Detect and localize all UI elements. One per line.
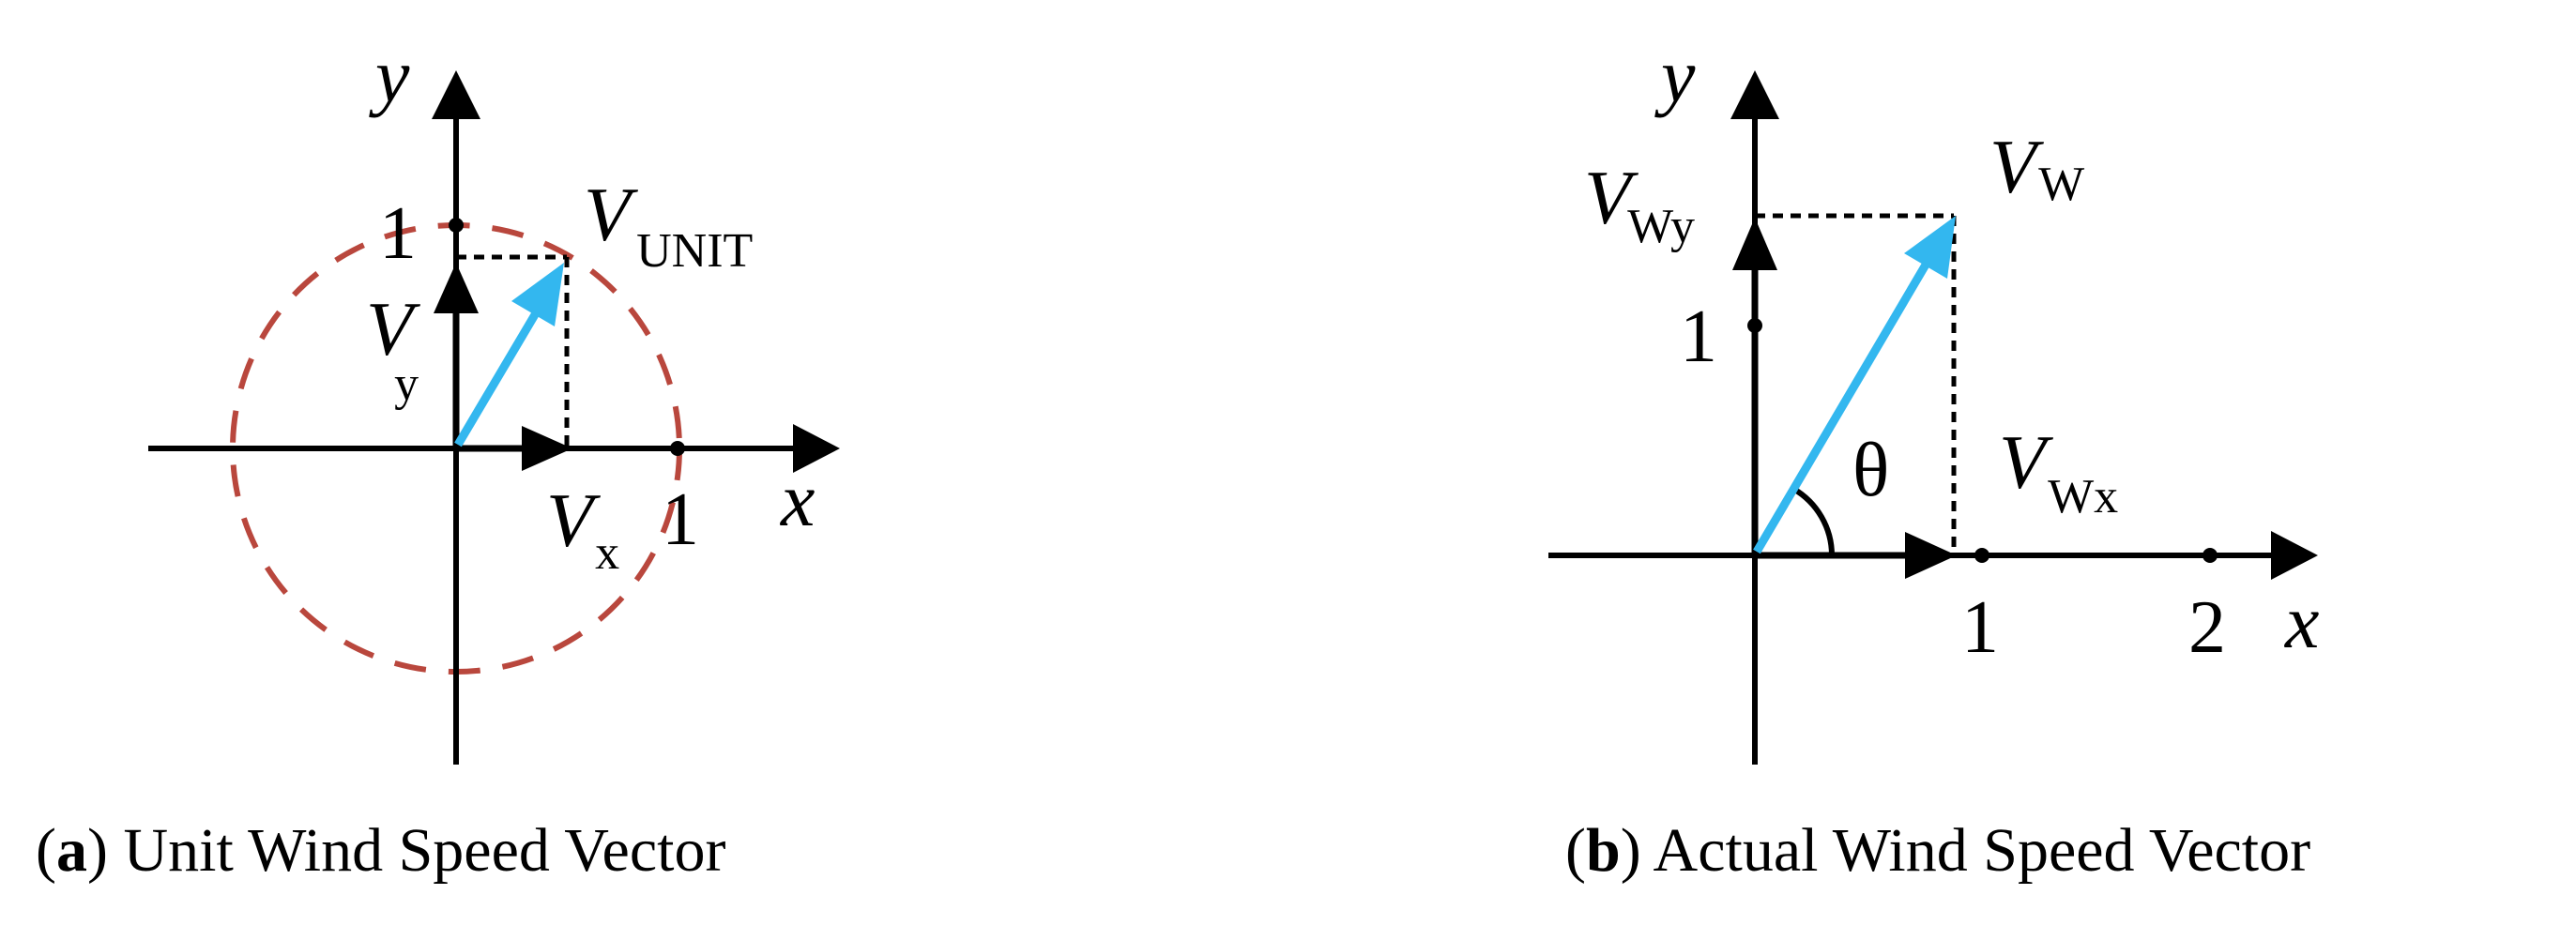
y-axis-arrowhead <box>1730 70 1779 119</box>
caption-a: (a) Unit Wind Speed Vector <box>36 816 725 885</box>
x-tick-label-1: 1 <box>1961 586 1999 669</box>
angle-arc <box>1791 486 1835 556</box>
y-tick-dot <box>449 218 464 233</box>
vector-x-arrowhead <box>522 426 572 471</box>
vector-x-label: VWx <box>1999 419 2118 523</box>
y-tick-label: 1 <box>1680 296 1717 378</box>
angle-label: θ <box>1852 427 1889 512</box>
vector-x-label: Vx <box>546 478 619 580</box>
x-tick-label: 1 <box>662 478 699 561</box>
y-tick-label: 1 <box>379 192 417 275</box>
panel-b: y x 1 1 2 VW VWy VWx θ (b) Actual Wind S… <box>1548 33 2319 885</box>
vector-y-arrowhead <box>434 263 479 313</box>
y-axis-label: y <box>369 33 410 118</box>
wind-vector-label: VW <box>1989 124 2084 211</box>
x-axis-arrowhead <box>793 424 840 473</box>
x-tick-dot-2 <box>2203 548 2218 563</box>
x-axis-arrowhead <box>2271 531 2318 580</box>
wind-vector-arrowhead <box>1904 216 1956 279</box>
x-axis-label: x <box>2284 579 2319 664</box>
x-tick-dot-1 <box>1974 548 1989 563</box>
vector-y-label: VWy <box>1584 155 1695 253</box>
y-axis-arrowhead <box>432 70 480 119</box>
vector-y-arrowhead <box>1732 218 1777 270</box>
vector-x-arrowhead <box>1905 532 1957 579</box>
wind-vector <box>1753 252 1935 554</box>
x-axis-label: x <box>780 457 815 542</box>
y-axis-label: y <box>1654 33 1696 118</box>
x-tick-label-2: 2 <box>2188 586 2226 669</box>
caption-b: (b) Actual Wind Speed Vector <box>1565 816 2310 885</box>
unit-vector <box>454 304 543 447</box>
x-tick-dot <box>670 441 685 456</box>
unit-vector-arrowhead <box>511 263 564 326</box>
